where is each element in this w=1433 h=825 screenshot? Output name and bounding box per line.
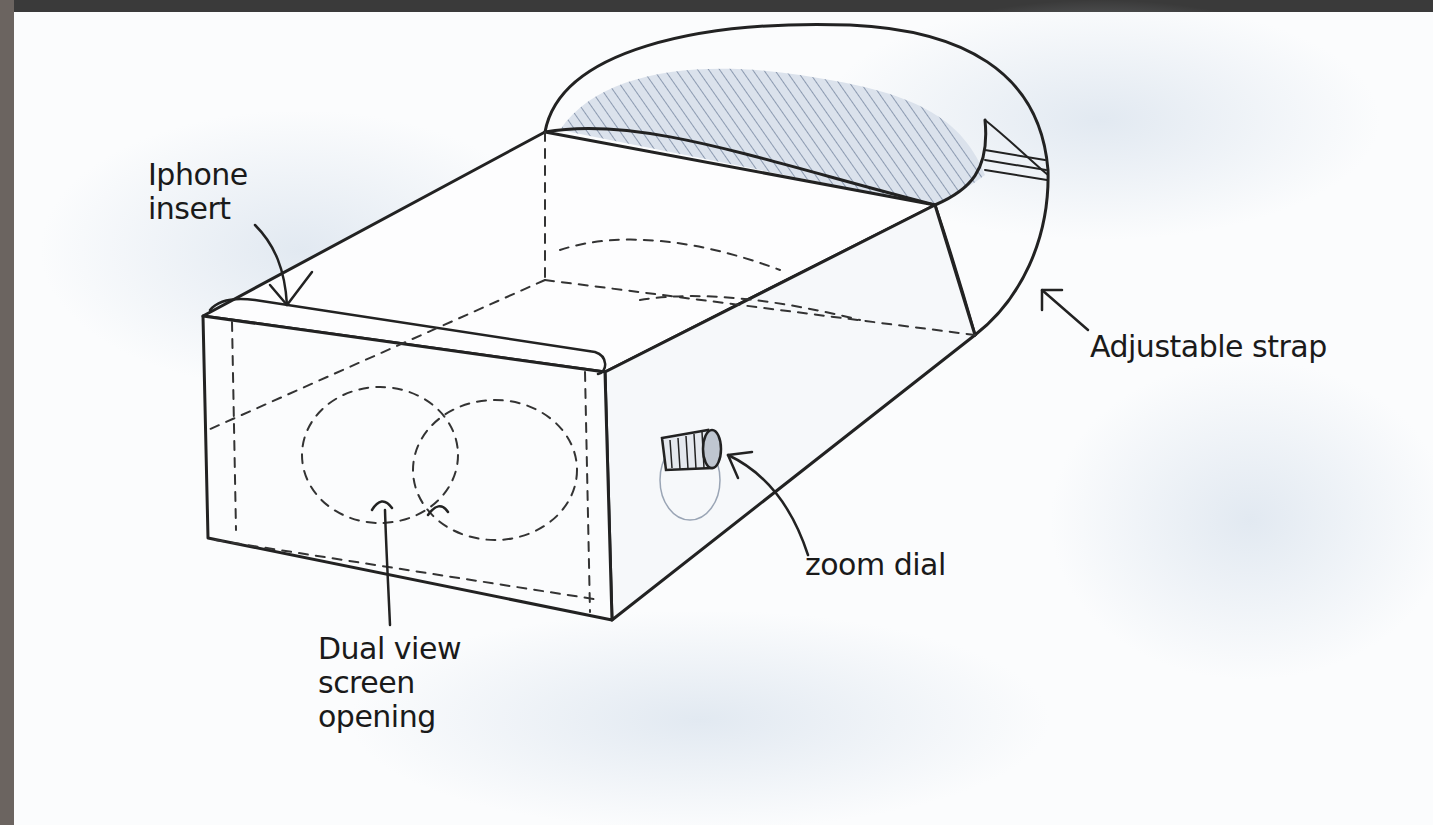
bracket <box>428 506 448 515</box>
hidden-curve <box>560 240 860 320</box>
leader-line <box>255 225 287 305</box>
photo-edge <box>0 0 1433 12</box>
strap-buckle <box>985 150 1047 180</box>
hidden-edge <box>544 132 546 280</box>
hidden-edge <box>232 322 236 530</box>
strap-buckle <box>985 120 1048 175</box>
part-label: zoom dial <box>805 548 1005 582</box>
paper-smudge <box>1050 360 1433 680</box>
hidden-edge <box>545 280 975 335</box>
dial-grip <box>670 432 704 469</box>
arrowhead <box>728 452 752 478</box>
leader-line <box>385 510 390 625</box>
part-label: Adjustable strap <box>1090 330 1400 364</box>
part-label: Iphone insert <box>148 158 278 226</box>
lens-opening <box>302 387 458 523</box>
arrowhead <box>1042 290 1062 310</box>
bracket <box>372 501 392 510</box>
hidden-edge <box>585 372 590 612</box>
part-label: Dual view screen opening <box>318 632 468 734</box>
photo-edge <box>0 0 14 825</box>
phone-slot <box>210 299 605 374</box>
front-face <box>203 316 612 620</box>
leader-line <box>1042 290 1088 330</box>
hidden-edge <box>215 540 600 600</box>
zoom-dial-face <box>703 430 721 468</box>
hidden-edge <box>208 280 545 430</box>
arrowhead <box>270 272 312 305</box>
leader-line <box>728 455 808 555</box>
lens-opening <box>413 400 577 540</box>
